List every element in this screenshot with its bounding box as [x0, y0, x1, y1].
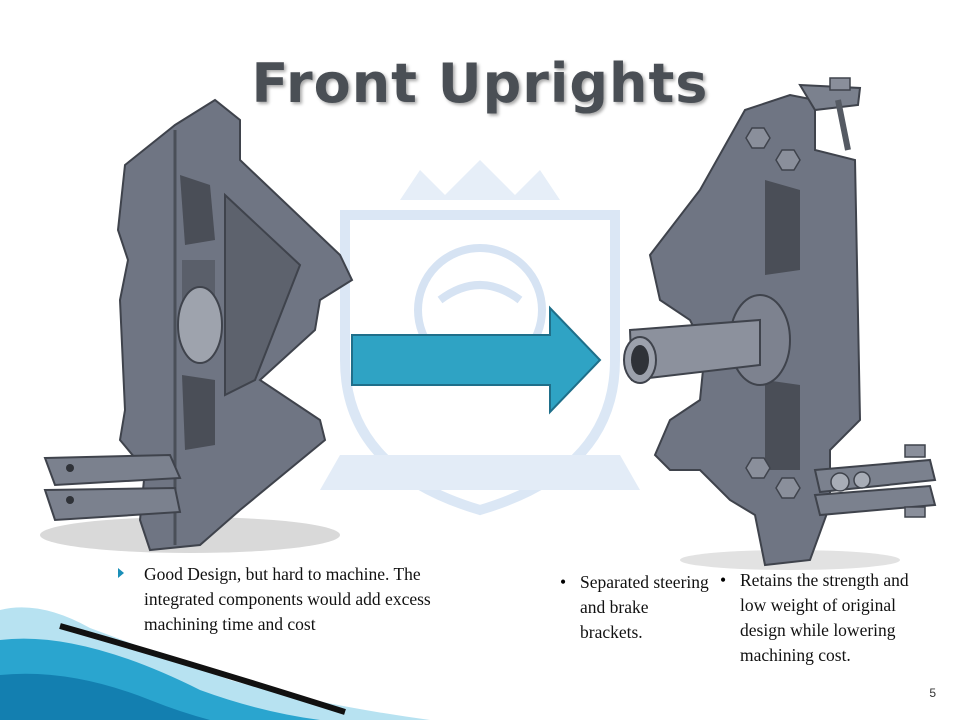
bullet-dot-icon: • — [720, 570, 727, 590]
bullet-arrow-icon — [118, 568, 124, 578]
bullet-dot-icon: • — [560, 572, 567, 592]
middle-bullet-text: Separated steering and brake brackets. — [580, 572, 709, 642]
slide-title: Front Uprights — [251, 52, 709, 115]
page-number: 5 — [929, 686, 936, 700]
right-bullet-text: Retains the strength and low weight of o… — [740, 570, 909, 665]
left-bullet-text: Good Design, but hard to machine. The in… — [144, 564, 431, 634]
